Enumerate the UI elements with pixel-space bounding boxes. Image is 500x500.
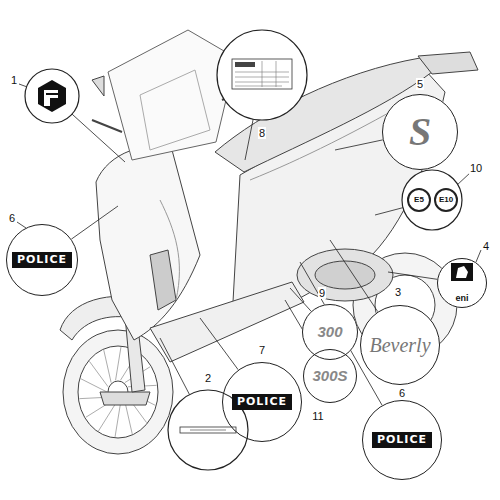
callout-number: 5 [416, 78, 424, 90]
callout-number: 4 [482, 240, 490, 252]
displacement-callout: 300 [302, 304, 358, 360]
callout-circle [25, 69, 79, 123]
decal-text: 300 [317, 324, 342, 341]
side-stripe-decal [180, 427, 236, 433]
leader-line [71, 206, 118, 239]
eni-decal-callout: eni [437, 258, 487, 308]
fuel-ring: E5 [407, 188, 431, 212]
police-decal-callout: POLICE [222, 362, 302, 442]
info-sticker [232, 59, 292, 89]
leader-line [335, 140, 383, 150]
callout-number: 11 [311, 410, 324, 422]
decal-text: POLICE [12, 252, 72, 268]
decal-text: E5 [414, 196, 424, 205]
decal-text: eni [455, 294, 468, 304]
leader-line [17, 222, 26, 228]
callout-number: 9 [318, 287, 326, 299]
decal-text: E10 [439, 196, 453, 205]
callout-number: 7 [258, 344, 266, 356]
leader-line [330, 240, 378, 312]
fuel-ring: E10 [434, 188, 458, 212]
leader-line [160, 338, 189, 395]
scooter-body [60, 30, 478, 454]
piaggio-logo [38, 80, 66, 112]
leader-line [456, 172, 471, 186]
displacement-callout: 300S [303, 349, 357, 403]
decal-text: POLICE [372, 432, 432, 448]
decal-pictures [38, 59, 473, 433]
callout-number: 6 [398, 387, 406, 399]
callout-number: 3 [394, 286, 402, 298]
leader-line [388, 272, 437, 279]
decal-text: 300S [312, 368, 347, 385]
callout-number: 2 [204, 372, 212, 384]
leader-line [200, 318, 238, 370]
callout-number: 10 [469, 162, 483, 174]
s-badge-callout: S [382, 94, 458, 170]
callout-discs [6, 30, 487, 480]
callout-number: 6 [8, 212, 16, 224]
eni-logo [451, 263, 473, 281]
leader-line [375, 208, 403, 215]
model-name-callout: Beverly [360, 305, 440, 385]
leader-line [72, 114, 125, 162]
callout-number: 8 [258, 127, 266, 139]
leader-line [476, 250, 481, 262]
callout-circle [217, 30, 307, 120]
callout-number: 1 [10, 74, 18, 86]
decal-text: Beverly [369, 334, 430, 356]
leader-line [245, 119, 253, 160]
leader-line [290, 288, 311, 311]
callout-circle [402, 170, 462, 230]
decal-text: S [409, 110, 431, 154]
police-decal-callout: POLICE [6, 224, 78, 296]
leader-lines [17, 84, 481, 405]
police-decal-callout: POLICE [362, 400, 442, 480]
decal-text: POLICE [232, 394, 292, 410]
